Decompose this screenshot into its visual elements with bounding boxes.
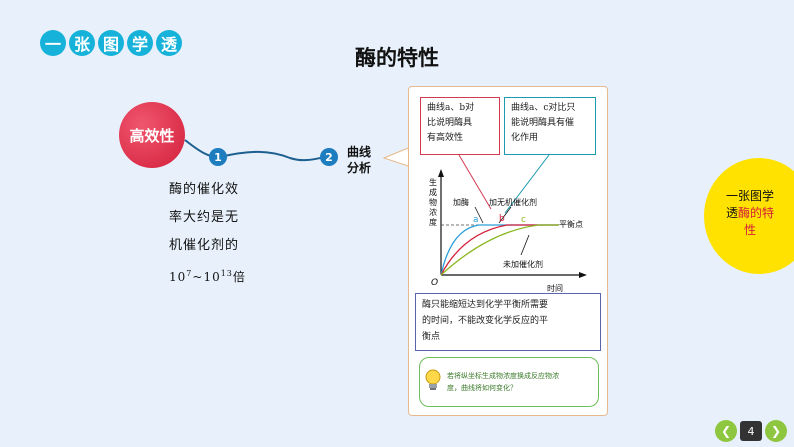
node-1-number[interactable]: 1: [209, 148, 227, 166]
range-base: 10: [169, 270, 187, 284]
curve-b-label: b: [499, 214, 505, 224]
lightbulb-icon: [425, 369, 441, 390]
header-badges: 一 张 图 学 透: [40, 30, 182, 56]
side-circle: [704, 158, 794, 274]
label-line: [498, 206, 512, 224]
range-exp: 7: [186, 269, 193, 278]
curve-b: [440, 224, 559, 276]
y-axis-label: 生 成 物 浓 度: [429, 177, 440, 227]
pointer-line: [458, 155, 492, 210]
curve-a: [440, 224, 559, 276]
header-badge: 透: [156, 30, 182, 56]
label-equilibrium: 平衡点: [559, 219, 583, 229]
header-badge: 图: [98, 30, 124, 56]
note-curves-ac: 曲线a、c对比只 能说明酶具有催 化作用: [504, 97, 596, 155]
side-highlight: 性: [743, 223, 756, 237]
x-axis-label: 时间: [547, 283, 563, 293]
side-title: 一张图学 透酶的特 性: [715, 188, 785, 239]
label-inorganic: 加无机催化剂: [489, 197, 537, 207]
curve-c: [440, 224, 559, 276]
pager: ❮ 4 ❯: [715, 420, 787, 442]
panel-pointer: [382, 147, 409, 167]
note-equilibrium: 酶只能缩短达到化学平衡所需要 的时间，不能改变化学反应的平 衡点: [415, 293, 601, 351]
hint-box: 若将纵坐标生成物浓度换成反应物浓 度，曲线将如何变化？: [419, 357, 599, 407]
note-line: 比说明酶具: [427, 118, 473, 128]
range-base: 10: [203, 270, 221, 284]
hint-line: 若将纵坐标生成物浓度换成反应物浓: [447, 372, 559, 380]
side-plain: 透: [725, 206, 738, 220]
hint-text: 若将纵坐标生成物浓度换成反应物浓 度，曲线将如何变化？: [447, 370, 595, 394]
y-label-char: 物: [429, 197, 437, 207]
node-2-number[interactable]: 2: [320, 148, 338, 166]
topic-label: 高效性: [129, 126, 175, 145]
header-badge: 张: [69, 30, 95, 56]
note-line: 曲线a、c对比只: [511, 103, 576, 113]
note-curves-ab: 曲线a、b对 比说明酶具 有高效性: [420, 97, 500, 155]
side-highlight: 酶的特: [738, 206, 775, 220]
page-number: 4: [740, 421, 762, 441]
node-2-label: 曲线 分析: [347, 144, 371, 176]
note-line: 衡点: [422, 332, 441, 342]
page-title: 酶的特性: [355, 45, 439, 70]
origin-label: O: [431, 278, 438, 288]
header-badge: 一: [40, 30, 66, 56]
node-2-label-line: 曲线: [347, 145, 372, 159]
note-line: 的时间，不能改变化学反应的平: [422, 316, 549, 326]
label-enzyme: 加酶: [453, 197, 469, 207]
chevron-right-icon[interactable]: ❯: [765, 420, 787, 442]
efficiency-line: 机催化剂的: [169, 238, 240, 253]
y-axis-arrow: [438, 169, 444, 177]
range-exp: 13: [220, 269, 233, 278]
efficiency-range: 107~1013倍: [169, 260, 246, 291]
pointer-line: [504, 155, 550, 214]
y-label-char: 浓: [429, 208, 437, 217]
curve-analysis-panel: 曲线a、b对 比说明酶具 有高效性 曲线a、c对比只 能说明酶具有催 化作用 生…: [408, 86, 608, 416]
note-line: 曲线a、b对: [427, 103, 475, 113]
note-line: 化作用: [511, 133, 539, 143]
range-suffix: 倍: [232, 270, 246, 284]
y-label-char: 成: [429, 187, 437, 197]
reaction-curve-graph: 生 成 物 浓 度 O 时间 加酶 加无机催化剂 平衡点 未加催化剂 a b c: [429, 155, 587, 293]
hint-line: 度，曲线将如何变化？: [447, 384, 517, 392]
range-sep: ~: [192, 270, 204, 284]
note-line: 酶只能缩短达到化学平衡所需要: [422, 300, 549, 310]
topic-ball[interactable]: 高效性: [119, 102, 185, 168]
efficiency-text: 酶的催化效 率大约是无 机催化剂的 107~1013倍: [169, 176, 246, 291]
side-line: 一张图学: [725, 189, 774, 203]
side-line: 透酶的特: [715, 205, 785, 222]
label-line: [520, 234, 530, 256]
curve-a-label: a: [473, 215, 479, 225]
note-line: 能说明酶具有催: [511, 118, 575, 128]
label-no-catalyst: 未加催化剂: [503, 259, 543, 269]
note-line: 有高效性: [427, 133, 464, 143]
y-label-char: 生: [429, 177, 437, 187]
header-badge: 学: [127, 30, 153, 56]
x-axis-arrow: [579, 272, 587, 278]
efficiency-line: 酶的催化效: [169, 182, 240, 197]
node-2-label-line: 分析: [347, 161, 372, 175]
label-line: [474, 206, 484, 224]
chevron-left-icon[interactable]: ❮: [715, 420, 737, 442]
connector-line: [184, 139, 331, 162]
y-label-char: 度: [429, 217, 437, 227]
curve-c-label: c: [521, 215, 526, 225]
efficiency-line: 率大约是无: [169, 210, 240, 225]
